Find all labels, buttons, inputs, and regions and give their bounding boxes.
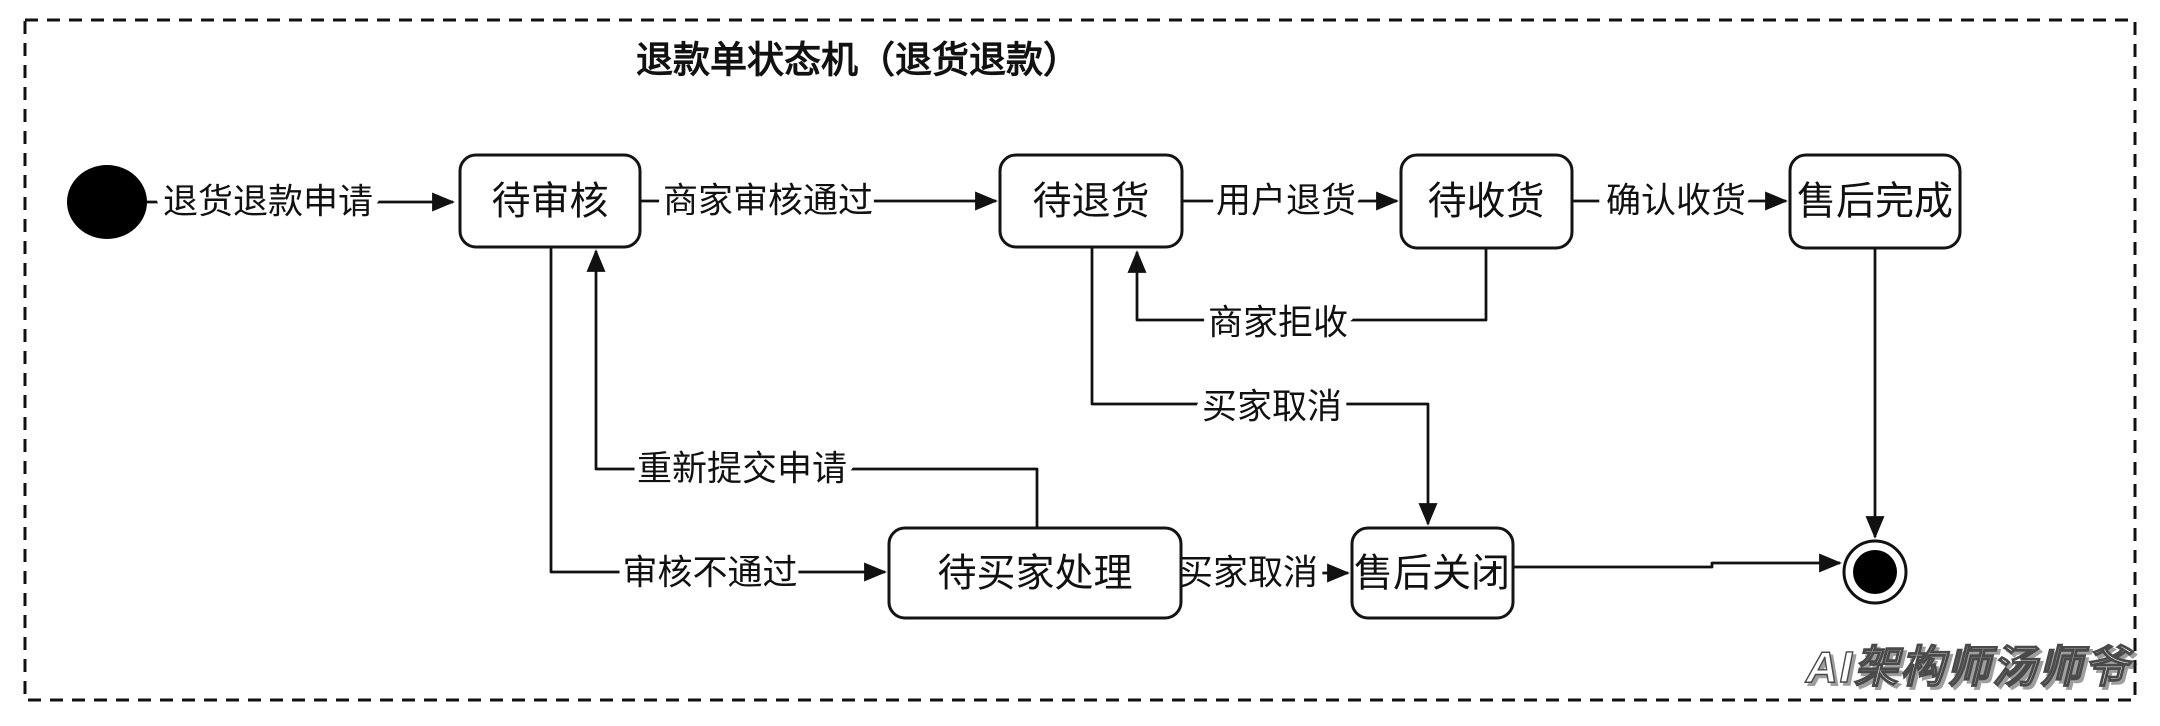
transition-label-buyer-cancels-return: 买家取消 xyxy=(1202,388,1342,427)
final-state-dot xyxy=(1853,550,1897,594)
transition-label-merchant-rejects: 商家拒收 xyxy=(1208,304,1348,343)
transition-label-buyer-cancels: 买家取消 xyxy=(1178,554,1318,593)
state-pending-review: 待审核 xyxy=(458,153,642,249)
transition-label-apply: 退货退款申请 xyxy=(163,183,373,222)
transition-label-user-returns: 用户退货 xyxy=(1216,182,1356,221)
transition-arrow-merchant-rejects xyxy=(1127,248,1488,322)
state-pending-receipt: 待收货 xyxy=(1399,153,1574,250)
state-aftersales-closed: 售后关闭 xyxy=(1350,526,1515,620)
state-box-aftersales-complete xyxy=(1788,153,1962,250)
state-label-pending-return-goods: 待退货 xyxy=(1032,181,1149,224)
transition-arrow-closed-to-end xyxy=(1513,553,1842,573)
initial-state-marker xyxy=(67,165,147,239)
transition-label-review-rejected: 审核不通过 xyxy=(622,554,797,593)
state-label-pending-review: 待审核 xyxy=(491,181,608,224)
watermark-text: AI架构师汤师爷 xyxy=(1805,643,2134,692)
state-box-aftersales-closed xyxy=(1350,526,1515,620)
state-label-pending-receipt: 待收货 xyxy=(1427,181,1544,224)
state-label-pending-buyer-action: 待买家处理 xyxy=(937,553,1132,596)
diagram-border xyxy=(23,18,2137,702)
state-box-pending-buyer-action xyxy=(887,526,1183,620)
transition-arrow-review-rejected xyxy=(549,247,887,582)
transition-arrow-resubmit xyxy=(586,249,1039,528)
state-aftersales-complete: 售后完成 xyxy=(1788,153,1962,250)
transition-label-confirm-receipt: 确认收货 xyxy=(1606,182,1746,221)
state-box-pending-receipt xyxy=(1399,153,1574,250)
transition-label-merchant-approved: 商家审核通过 xyxy=(663,182,873,221)
state-pending-buyer-action: 待买家处理 xyxy=(887,526,1183,620)
state-box-pending-return-goods xyxy=(998,153,1184,249)
diagram-title: 退款单状态机（退货退款） xyxy=(636,40,1080,81)
transition-arrow-buyer-cancels-return xyxy=(1090,248,1438,526)
state-label-aftersales-complete: 售后完成 xyxy=(1797,181,1953,224)
state-label-aftersales-closed: 售后关闭 xyxy=(1354,553,1510,596)
state-pending-return-goods: 待退货 xyxy=(998,153,1184,249)
state-box-pending-review xyxy=(458,153,642,249)
transition-label-resubmit: 重新提交申请 xyxy=(637,450,847,489)
